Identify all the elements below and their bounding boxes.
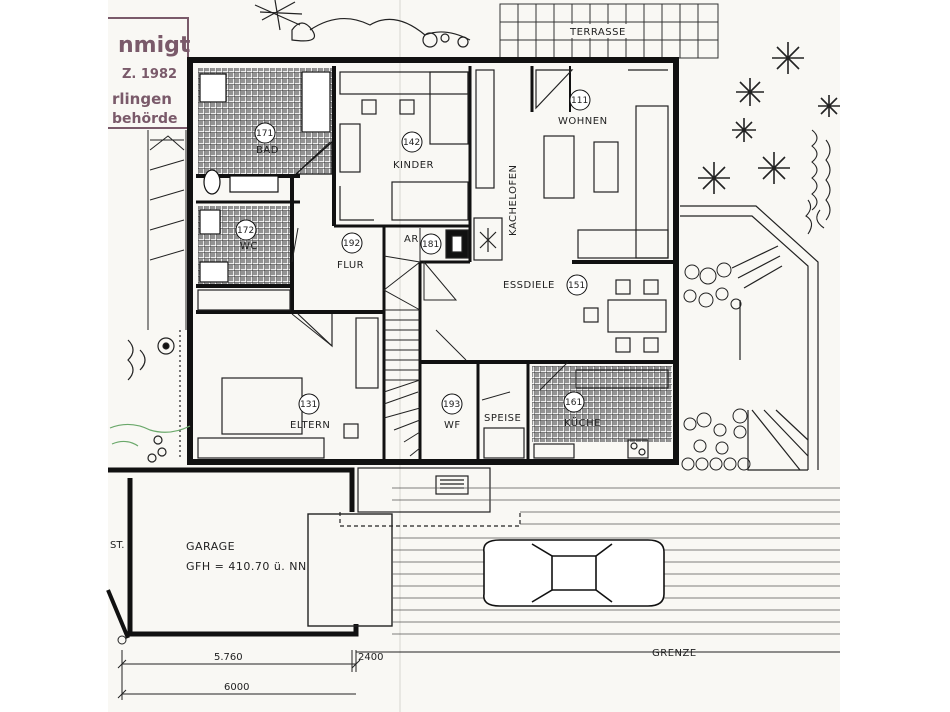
room-number-circle [341, 232, 363, 254]
room-number-circle [420, 233, 442, 255]
room-number-circle [298, 393, 320, 415]
room-number-flur: 192 [343, 239, 360, 249]
garage-gfh: GFH = 410.70 ü. NN [186, 560, 307, 573]
vegetation-top [254, 0, 471, 48]
stamp-line-3: rlingen [112, 90, 172, 108]
room-number-kinder: 142 [403, 138, 420, 148]
shrubs [681, 262, 751, 471]
room-number-eltern: 131 [300, 400, 317, 410]
dimension-2400: 2400 [358, 652, 383, 663]
room-number-circle [401, 131, 423, 153]
room-number-wohnen: 111 [571, 96, 588, 106]
vegetation-right [698, 42, 840, 194]
left-exterior [147, 130, 187, 330]
left-shrubs [127, 330, 181, 463]
room-label-wf: WF [444, 420, 461, 431]
garage-st: ST. [110, 540, 124, 551]
room-number-circle [569, 89, 591, 111]
dimension-lines [117, 635, 840, 700]
room-label-eltern: ELTERN [290, 420, 330, 431]
garage-walls [106, 467, 393, 639]
stamp-line-1: nmigt [118, 33, 191, 58]
room-number-ar: 181 [422, 240, 439, 250]
garage-label: GARAGE [186, 540, 235, 553]
staircase [383, 260, 458, 457]
car-sketch [483, 539, 665, 607]
room-number-circle [235, 219, 257, 241]
living-furniture [475, 69, 669, 353]
room-number-circle [566, 274, 588, 296]
room-number-essdiele: 151 [568, 281, 585, 291]
room-label-wc: WC [240, 241, 258, 252]
boundary-label: GRENZE [652, 648, 697, 659]
room-number-bad: 171 [256, 129, 273, 139]
room-number-circle [563, 391, 585, 413]
room-number-circle [254, 122, 276, 144]
room-number-circle [441, 393, 463, 415]
stamp-line-2: Z. 1982 [122, 67, 177, 82]
green-handwriting [109, 423, 191, 447]
room-label-essdiele: ESSDIELE [503, 280, 555, 291]
room-labels: 171 BAD 142 KINDER 111 WOHNEN 172 WC 192… [235, 89, 608, 431]
room-label-wohnen: WOHNEN [558, 116, 608, 127]
terrace-label: TERRASSE [569, 27, 626, 38]
door-swings [291, 141, 569, 401]
garden-structure [680, 205, 819, 471]
bath-fixtures [199, 71, 333, 283]
room-number-kueche: 161 [565, 398, 582, 408]
dimension-6000: 6000 [224, 682, 249, 693]
room-label-ar: AR [404, 234, 419, 245]
kinder-furniture [339, 71, 469, 221]
left-margin [0, 0, 108, 712]
room-label-speise: SPEISE [484, 413, 521, 424]
tile-stove [445, 217, 503, 261]
room-label-flur: FLUR [337, 260, 364, 271]
right-margin [840, 0, 950, 712]
room-number-wf: 193 [443, 400, 460, 410]
kitchen-fixtures [483, 369, 669, 459]
kueche-tiles [532, 366, 672, 442]
stamp-line-4: behörde [112, 111, 178, 127]
room-number-wc: 172 [237, 226, 254, 236]
room-label-bad: BAD [256, 145, 279, 156]
hedge-sketch [805, 129, 831, 235]
room-label-kinder: KINDER [393, 160, 434, 171]
kachelofen-label: KACHELOFEN [508, 164, 519, 236]
room-label-kueche: KÜCHE [564, 416, 601, 429]
dimension-5760: 5.760 [214, 652, 243, 663]
